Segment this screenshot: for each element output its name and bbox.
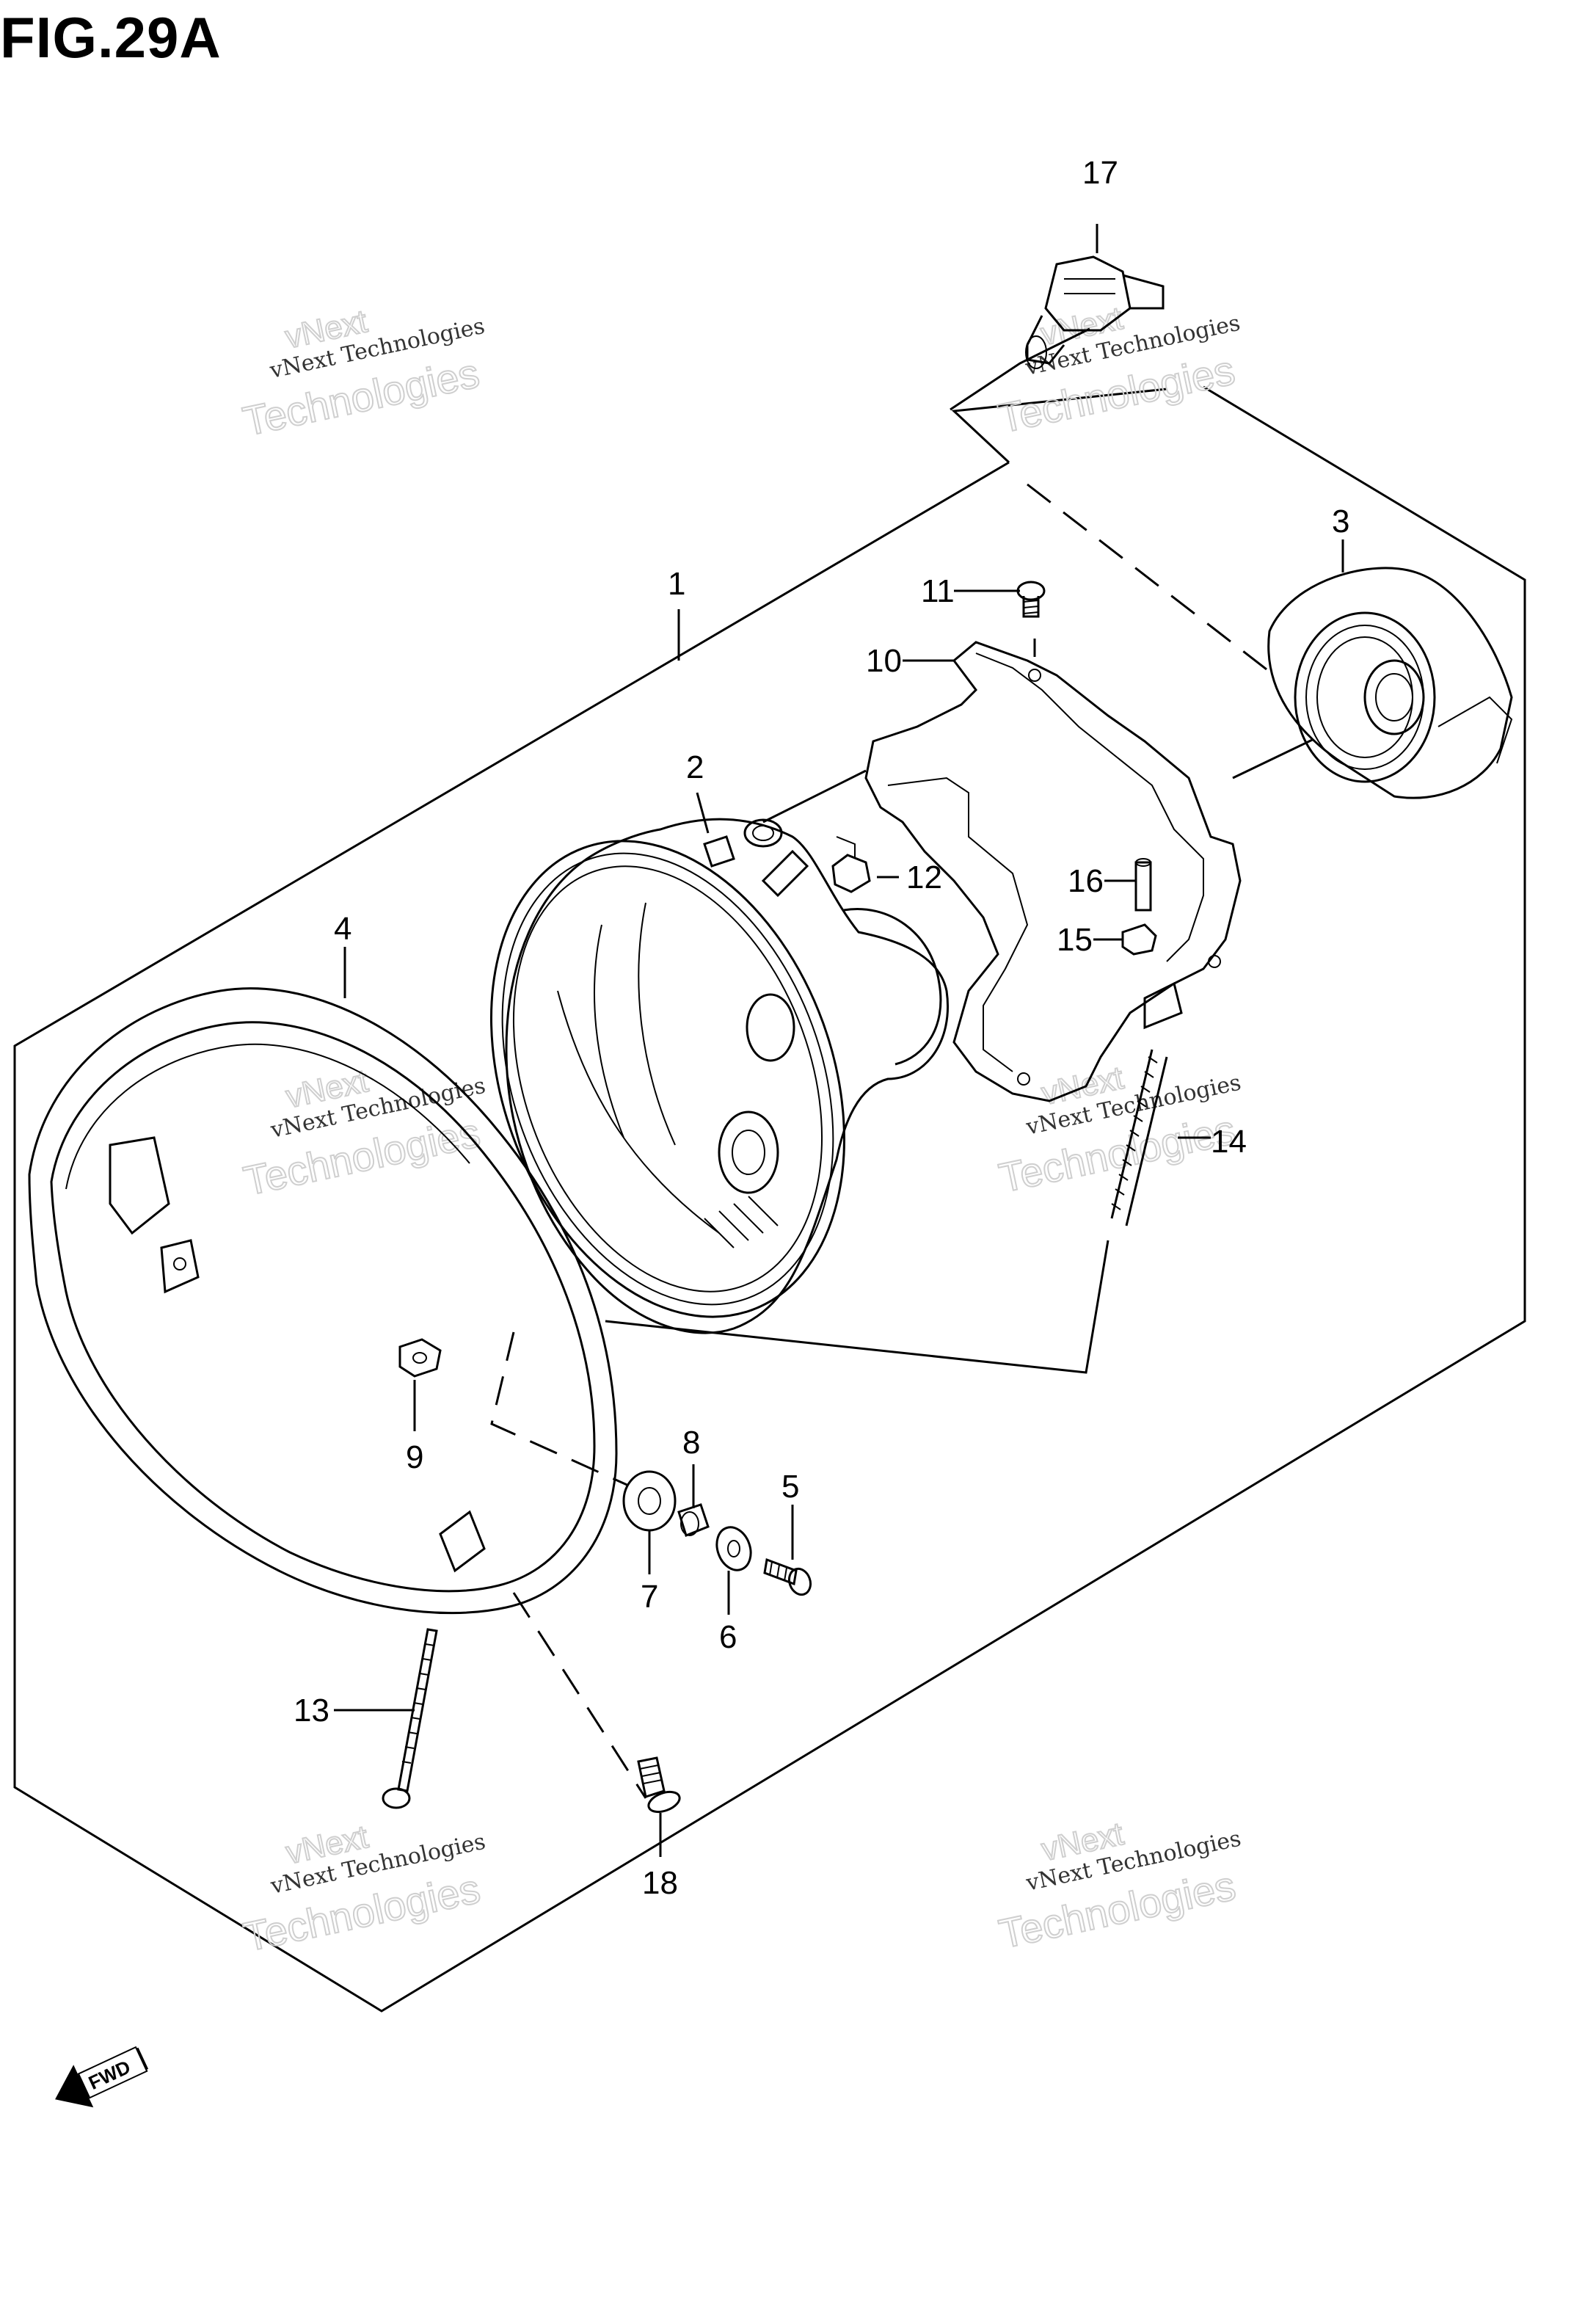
- bolt-part-5: [763, 1557, 812, 1596]
- headlight-rim-part-4: [28, 987, 618, 1615]
- callout-9: 9: [406, 1439, 423, 1475]
- watermark-bottom-left: vNext vNext Technologies Technologies: [239, 1818, 488, 1961]
- bulb-leader: [950, 327, 1090, 411]
- bracket-part-10: [864, 641, 1242, 1102]
- clip-part-15: [1121, 923, 1157, 956]
- watermark-mid-right: vNext vNext Technologies Technologies: [994, 1059, 1243, 1202]
- callout-8: 8: [682, 1425, 700, 1461]
- callout-10: 10: [866, 643, 902, 679]
- spring-part-14: [1110, 1049, 1168, 1226]
- callout-6: 6: [719, 1619, 737, 1655]
- bulb-part-17: [1025, 255, 1165, 369]
- watermark-top-left: vNext vNext Technologies Technologies: [238, 302, 487, 446]
- callout-13: 13: [294, 1693, 329, 1728]
- callout-4: 4: [334, 911, 351, 947]
- clip-part-9: [398, 1338, 442, 1378]
- callout-17: 17: [1082, 155, 1118, 191]
- callout-12: 12: [906, 859, 942, 895]
- collar-part-8: [677, 1503, 710, 1537]
- callout-7: 7: [641, 1579, 658, 1615]
- watermark-mid-left: vNext vNext Technologies Technologies: [239, 1062, 488, 1205]
- callout-16: 16: [1068, 863, 1104, 899]
- callout-leaders: [334, 224, 1344, 1857]
- spring-leader: [605, 1240, 1109, 1374]
- callout-3: 3: [1332, 504, 1349, 539]
- callout-15: 15: [1057, 922, 1093, 958]
- screw-part-18: [637, 1756, 681, 1814]
- callout-1: 1: [668, 566, 685, 602]
- rim-dash-line: [490, 1331, 639, 1491]
- callout-11: 11: [921, 573, 955, 609]
- screw-part-13: [382, 1628, 438, 1809]
- callout-labels: 17 1 2 3 4 11 10 12 16 15 14 9 8 7 5 6 1…: [294, 155, 1349, 1901]
- socket-cover-part-3: [1267, 567, 1513, 799]
- assembly-outline: [13, 385, 1526, 2013]
- washer-part-6: [715, 1526, 752, 1571]
- nut-12-guide: [836, 836, 856, 859]
- headlight-unit-part-2: [490, 818, 949, 1334]
- callout-18: 18: [642, 1865, 678, 1901]
- unit-2-guide: [762, 769, 867, 824]
- watermark-bottom-right: vNext vNext Technologies Technologies: [994, 1815, 1243, 1958]
- grommet-part-7: [622, 1470, 677, 1532]
- callout-14: 14: [1211, 1124, 1247, 1160]
- screw-part-11: [1016, 581, 1046, 618]
- nut-part-12: [831, 854, 871, 893]
- fwd-arrow-icon: FWD: [55, 2046, 149, 2108]
- watermark-top-right: vNext vNext Technologies Technologies: [994, 299, 1242, 443]
- pin-part-16: [1134, 858, 1152, 912]
- figure-title: FIG.29A: [0, 5, 222, 70]
- rim-screw-dash: [512, 1592, 647, 1799]
- callout-2: 2: [686, 749, 704, 785]
- socket-leader: [1232, 733, 1325, 779]
- callout-5: 5: [781, 1469, 799, 1505]
